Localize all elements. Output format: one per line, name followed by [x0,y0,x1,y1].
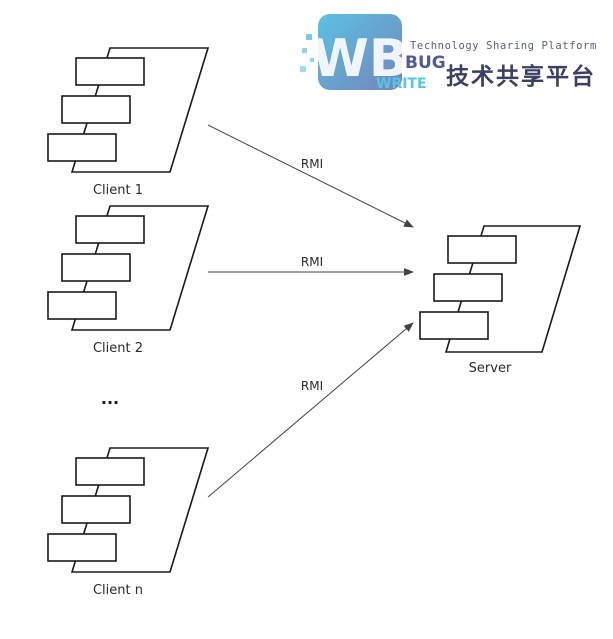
watermark-logo-mark: WB [300,14,409,90]
rmi-edge-client-1: RMI [207,124,414,228]
client-2-port-1 [75,215,145,244]
client-n-node: Client n [47,447,210,598]
client-1-label: Client 1 [93,183,143,198]
client-2-port-2 [61,253,131,282]
rmi-edge-client-2: RMI [208,255,414,276]
rmi-arrow-client-1 [207,124,414,228]
server-port-2 [433,273,503,302]
server-port-1 [447,235,517,264]
client-1-port-1 [75,57,145,86]
client-n-label: Client n [93,583,143,598]
rmi-edge-label-2: RMI [301,255,323,269]
client-2-label: Client 2 [93,341,143,356]
ellipsis-label: ... [101,389,119,408]
server-port-3 [419,311,489,340]
watermark-tagline: Technology Sharing Platform [410,40,597,52]
rmi-edge-client-n: RMI [207,322,414,498]
watermark-name-cn: 技术共享平台 [446,63,596,90]
rmi-arrow-client-n [207,322,414,498]
client-2-port-3 [47,291,117,320]
client-1-node: Client 1 [47,47,210,198]
rmi-edge-label-3: RMI [301,379,323,393]
rmi-edge-label-1: RMI [301,157,323,171]
server-label: Server [469,361,512,376]
watermark-logo-letters: WB [312,29,409,89]
server-node: Server [419,225,582,376]
client-n-port-3 [47,533,117,562]
watermark-bug-text: BUG [405,53,446,73]
client-n-port-2 [61,495,131,524]
client-1-port-3 [47,133,117,162]
watermark-write-text: WRITE [376,76,427,92]
client-n-port-1 [75,457,145,486]
client-2-node: Client 2 [47,205,210,356]
client-1-port-2 [61,95,131,124]
watermark-logo: WB BUG WRITE Technology Sharing Platform… [300,14,597,92]
